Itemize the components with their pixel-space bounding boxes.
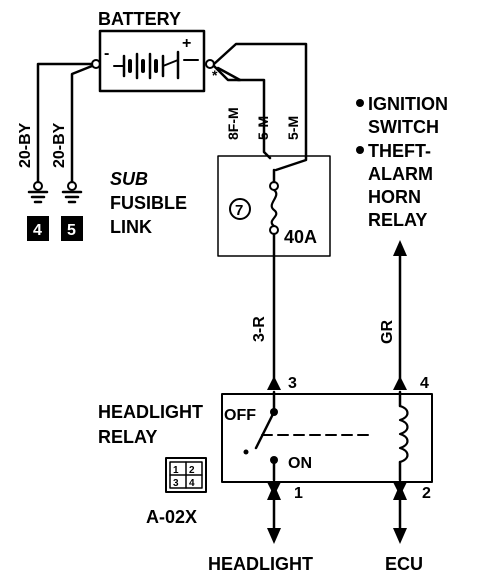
- headlight-relay-label: HEADLIGHT RELAY: [98, 402, 203, 447]
- relay-pin-4: 4: [420, 375, 429, 392]
- headlight-arrow-up: [267, 484, 281, 500]
- relay-pin-2: 2: [422, 485, 431, 502]
- fusible-link-number: 7: [235, 202, 243, 219]
- sub-fusible-link-label: SUB FUSIBLE LINK: [110, 169, 187, 237]
- fuse-rating: 40A: [284, 227, 317, 247]
- ground-symbol-2: [61, 181, 83, 204]
- battery-feed-wires: * 8F-M 5-M 5-M: [212, 42, 308, 172]
- connector-number-5: 5: [67, 222, 76, 239]
- link-label: LINK: [110, 217, 152, 237]
- connector-badge-4: [27, 216, 49, 241]
- battery-wire-label-1: 8F-M: [225, 107, 241, 140]
- relay-feed-wires: 3-R GR: [251, 232, 407, 380]
- connector-pin-1: 1: [173, 465, 179, 476]
- ignition-line-3: THEFT-: [368, 141, 431, 161]
- relay-pin4-arrow: [393, 376, 407, 390]
- ignition-note: IGNITION SWITCH THEFT- ALARM HORN RELAY: [356, 94, 448, 230]
- fusible-link-number-circle: [229, 198, 251, 220]
- battery-label: BATTERY: [98, 9, 181, 29]
- connector-pin-3: 3: [173, 478, 179, 489]
- relay-on-label: ON: [288, 455, 312, 472]
- relay-coil-symbol: [398, 404, 409, 464]
- ignition-line-4: ALARM: [368, 164, 433, 184]
- headlight-output-label: HEADLIGHT: [208, 554, 313, 574]
- theft-alarm-bullet: [356, 146, 364, 154]
- ecu-arrow-up: [393, 484, 407, 500]
- sub-label: SUB: [110, 169, 148, 189]
- ignition-line-6: RELAY: [368, 210, 427, 230]
- ground-wire-label-1: 20-BY: [17, 122, 34, 168]
- ecu-output-label: ECU: [385, 554, 423, 574]
- ground-wire-label-2: 20-BY: [51, 122, 68, 168]
- connector-number-4: 4: [33, 222, 42, 239]
- connector-badge-5: [61, 216, 83, 241]
- connector-code: A-02X: [146, 507, 197, 527]
- relay-label-line-1: HEADLIGHT: [98, 402, 203, 422]
- ignition-line-1: IGNITION: [368, 94, 448, 114]
- battery-cells-symbol: [113, 50, 199, 80]
- connector-a02x: 1 2 3 4 A-02X: [146, 457, 207, 527]
- connector-pin-2: 2: [189, 465, 195, 476]
- battery-minus: -: [104, 45, 109, 62]
- relay-off-label: OFF: [224, 407, 256, 424]
- wire-label-gr: GR: [379, 320, 396, 344]
- relay-contact-dot: [243, 449, 249, 455]
- fusible-label: FUSIBLE: [110, 193, 187, 213]
- ground-wires: 20-BY 20-BY 4 5: [17, 62, 94, 241]
- battery-star: *: [212, 67, 218, 83]
- battery-wire-label-2: 5-M: [255, 116, 271, 140]
- fuse-element-symbol: [270, 188, 278, 228]
- headlight-relay: 3 4 OFF ON 1 2: [221, 375, 433, 502]
- outputs: HEADLIGHT ECU: [208, 484, 423, 574]
- headlight-arrow-down: [267, 528, 281, 544]
- connector-pin-4: 4: [189, 478, 195, 489]
- ground-symbol-1: [27, 181, 49, 204]
- battery-wire-label-3: 5-M: [285, 116, 301, 140]
- relay-label-line-2: RELAY: [98, 427, 157, 447]
- ignition-line-2: SWITCH: [368, 117, 439, 137]
- relay-box: [221, 393, 433, 483]
- ignition-line-5: HORN: [368, 187, 421, 207]
- ignition-bullet: [356, 99, 364, 107]
- relay-pin-1: 1: [294, 485, 303, 502]
- ignition-arrow-up: [393, 240, 407, 256]
- ecu-arrow-down: [393, 528, 407, 544]
- relay-switch-arm: [254, 410, 276, 450]
- battery: BATTERY - +: [91, 9, 215, 93]
- wire-label-3r: 3-R: [251, 316, 268, 342]
- relay-pin3-arrow: [267, 376, 281, 390]
- battery-plus: +: [182, 35, 191, 52]
- relay-pin-3: 3: [288, 375, 297, 392]
